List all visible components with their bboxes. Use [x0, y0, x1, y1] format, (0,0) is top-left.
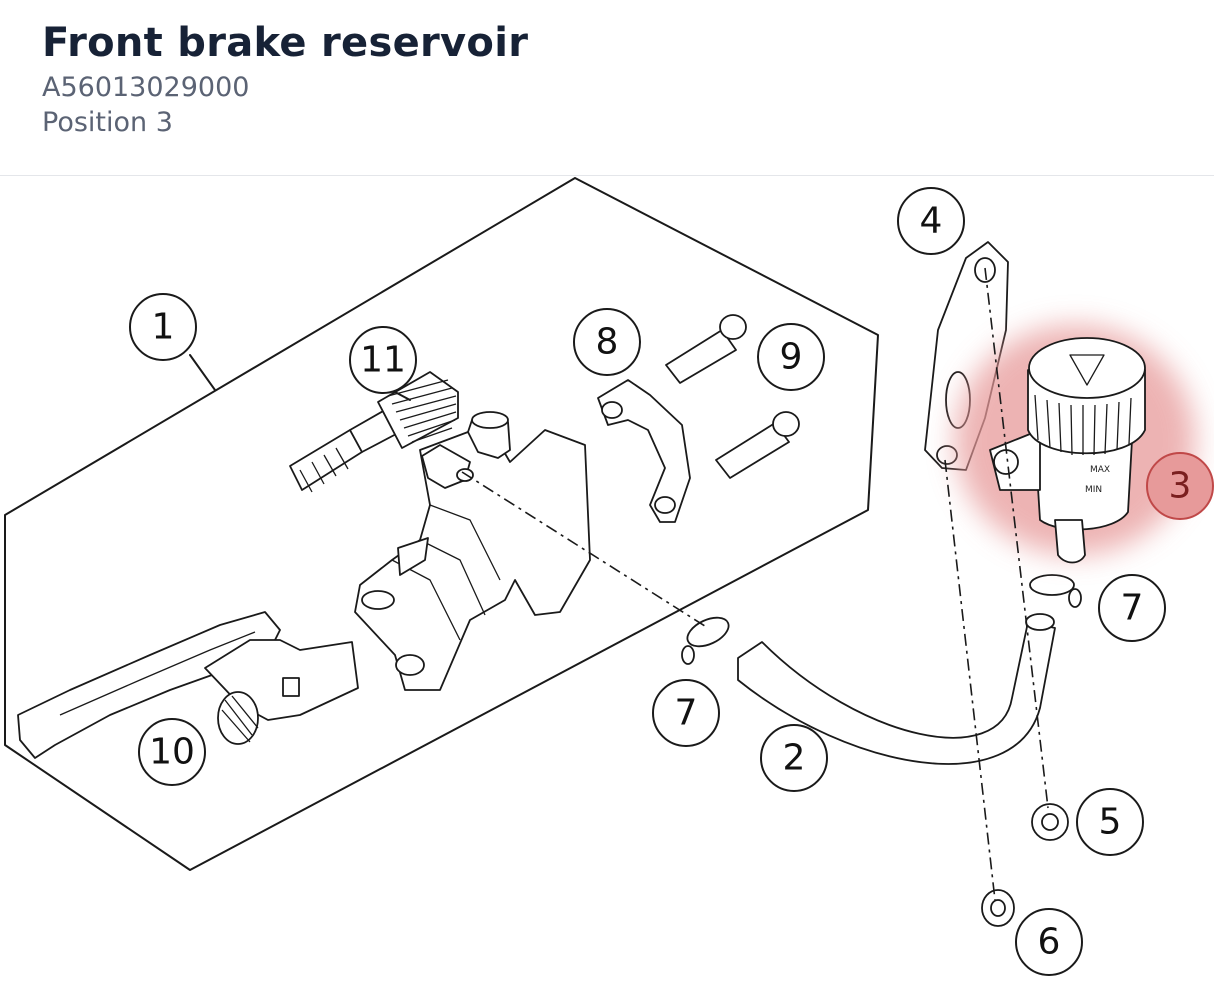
- svg-text:4: 4: [920, 201, 943, 242]
- svg-text:8: 8: [596, 322, 619, 363]
- position-label: Position 3: [42, 107, 173, 138]
- leader-line-1: [189, 354, 216, 391]
- callout-1[interactable]: 1: [129, 293, 197, 361]
- reservoir-max-mark: MAX: [1090, 465, 1110, 475]
- bracket-nut: [981, 889, 1015, 927]
- svg-text:5: 5: [1099, 802, 1122, 843]
- svg-text:10: 10: [149, 732, 195, 773]
- svg-text:3: 3: [1169, 466, 1192, 507]
- page-title: Front brake reservoir: [42, 20, 529, 66]
- clamp-screws: [665, 314, 800, 479]
- brake-fluid-hose: [737, 621, 1056, 765]
- svg-text:7: 7: [1121, 588, 1144, 629]
- callout-8[interactable]: 8: [573, 308, 641, 376]
- svg-text:6: 6: [1038, 922, 1061, 963]
- svg-text:2: 2: [783, 738, 806, 779]
- hose-clamp-middle: [681, 616, 730, 665]
- svg-text:1: 1: [152, 307, 175, 348]
- callout-9[interactable]: 9: [757, 323, 825, 391]
- part-number: A56013029000: [42, 72, 250, 103]
- svg-text:11: 11: [360, 340, 406, 381]
- callout-7-right[interactable]: 7: [1098, 574, 1166, 642]
- header: Front brake reservoir A56013029000 Posit…: [0, 0, 1214, 176]
- callout-7-middle[interactable]: 7: [652, 679, 720, 747]
- master-cylinder-assembly-outline: [4, 177, 879, 871]
- master-cylinder-body: [354, 411, 591, 691]
- assembly-line-bracket-nut: [944, 459, 996, 901]
- piston-kit: [289, 371, 459, 493]
- svg-text:9: 9: [780, 337, 803, 378]
- exploded-parts-diagram: MAX MIN 1 11 8 9 4 3 7: [4, 177, 1214, 976]
- brake-reservoir-highlighted: MAX MIN: [955, 325, 1195, 564]
- callout-5[interactable]: 5: [1076, 788, 1144, 856]
- leader-line-11: [394, 391, 411, 401]
- reservoir-min-mark: MIN: [1085, 485, 1102, 495]
- callout-10[interactable]: 10: [138, 718, 206, 786]
- callout-11[interactable]: 11: [349, 326, 417, 394]
- reservoir-screw: [1031, 803, 1069, 841]
- callout-4[interactable]: 4: [897, 187, 965, 255]
- callout-2[interactable]: 2: [760, 724, 828, 792]
- hose-clamp-right: [1029, 574, 1082, 608]
- svg-text:7: 7: [675, 693, 698, 734]
- assembly-line-bracket-screw: [984, 267, 1049, 809]
- brake-lever: [17, 611, 359, 759]
- callout-3-highlighted[interactable]: 3: [1146, 452, 1214, 520]
- callout-6[interactable]: 6: [1015, 908, 1083, 976]
- assembly-line-hose: [461, 471, 709, 629]
- handlebar-clamp: [597, 379, 691, 523]
